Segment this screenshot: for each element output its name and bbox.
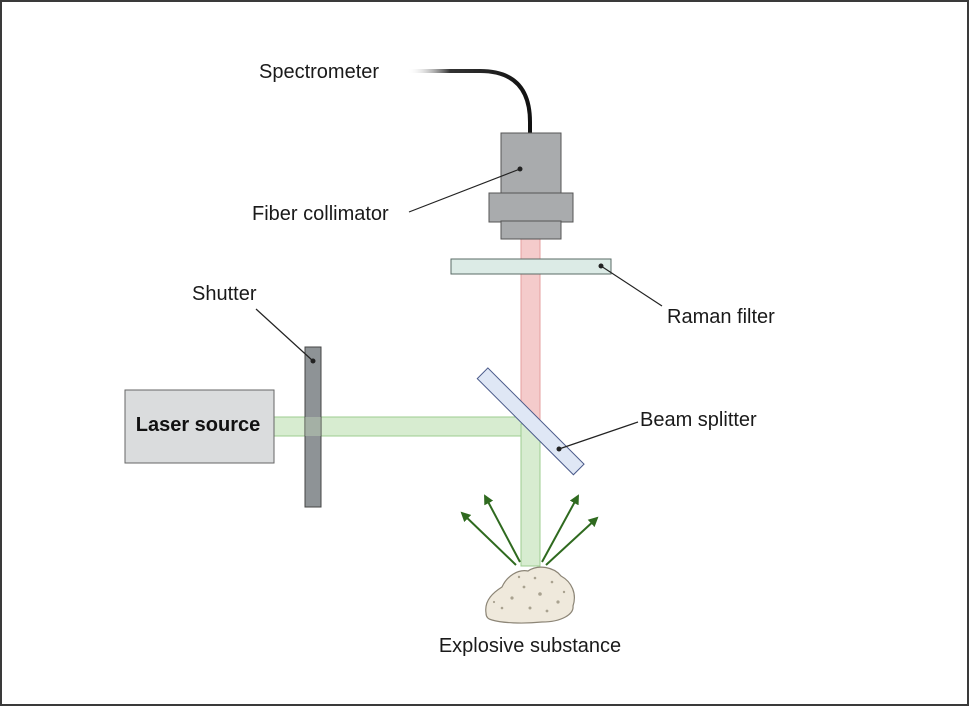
leader-dots xyxy=(310,166,604,452)
fiber-collimator xyxy=(488,132,574,240)
laser-beam-vertical xyxy=(520,423,541,567)
label-beam-splitter: Beam splitter xyxy=(640,409,757,431)
fiber-cable xyxy=(407,69,532,135)
label-spectrometer: Spectrometer xyxy=(259,61,379,83)
laser-beam-through-shutter xyxy=(305,417,321,436)
label-laser-source: Laser source xyxy=(136,414,261,436)
label-raman-filter: Raman filter xyxy=(667,306,775,328)
label-shutter: Shutter xyxy=(192,283,257,305)
explosive-substance-pile xyxy=(485,566,575,624)
scattered-light-arrows xyxy=(460,494,599,566)
raman-filter xyxy=(450,258,612,275)
label-fiber-collimator: Fiber collimator xyxy=(252,203,389,225)
label-explosive-substance: Explosive substance xyxy=(439,635,621,657)
laser-source-box xyxy=(124,389,275,464)
shutter xyxy=(304,346,322,508)
leader-lines xyxy=(255,168,663,450)
